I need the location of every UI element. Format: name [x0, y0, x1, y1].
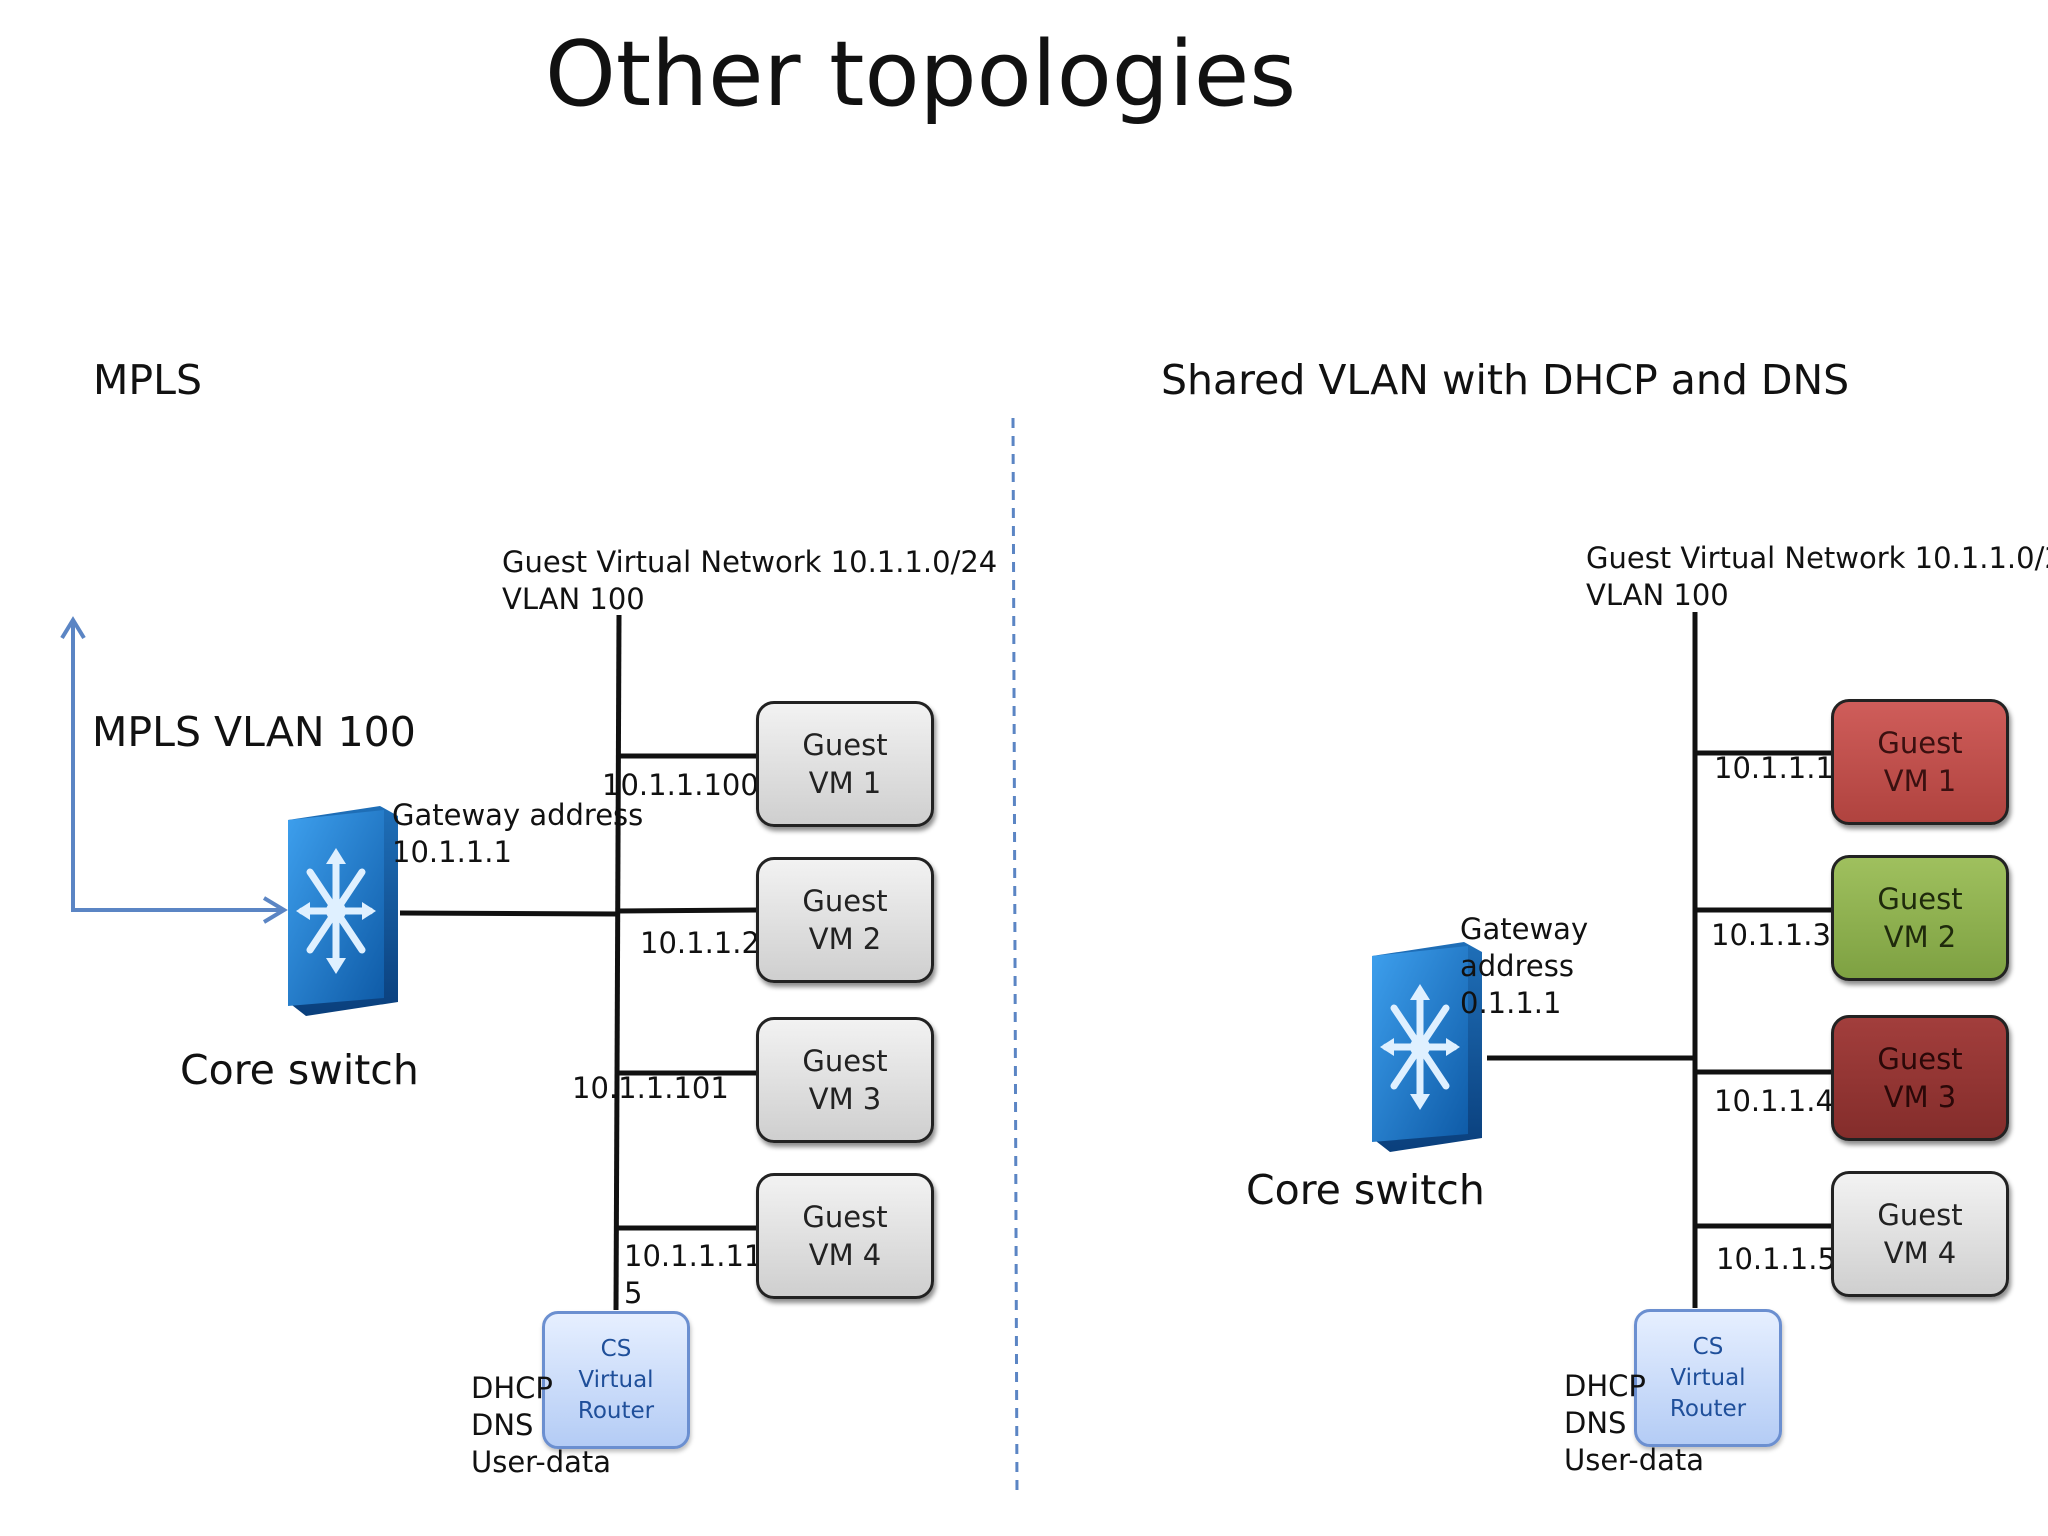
vm-label-line2: VM 2 — [1883, 920, 1957, 954]
router-label-line3: Router — [577, 1397, 655, 1424]
router-label-line3: Router — [1669, 1395, 1747, 1422]
core-switch-label: Core switch — [1246, 1166, 1485, 1214]
vm-label-line1: Guest — [1877, 882, 1963, 916]
vm-label-line1: Guest — [1877, 726, 1963, 760]
guest-vm-1: Guest VM 1 — [756, 701, 934, 827]
core-switch-label: Core switch — [180, 1046, 419, 1094]
mpls-vlan-label: MPLS VLAN 100 — [92, 708, 416, 756]
cs-virtual-router: CS Virtual Router — [542, 1311, 690, 1449]
vm-label-line1: Guest — [1877, 1198, 1963, 1232]
vm-ip-label: 10.1.1.101 — [572, 1071, 729, 1105]
gateway-label: Gateway address 10.1.1.1 — [392, 798, 644, 869]
gateway-label: Gateway address 0.1.1.1 — [1460, 912, 1589, 1020]
guest-vm-4: Guest VM 4 — [1831, 1171, 2009, 1297]
vm-ip-label: 10.1.1.5 — [1716, 1242, 1836, 1276]
vm-label-line1: Guest — [802, 884, 888, 918]
network-label: Guest Virtual Network 10.1.1.0/24 VLAN 1… — [502, 545, 998, 616]
router-label-line2: Virtual — [578, 1366, 654, 1393]
vm-label-line2: VM 3 — [808, 1082, 882, 1116]
vm-label-line2: VM 4 — [808, 1238, 882, 1272]
mpls-arrow — [71, 620, 282, 912]
vm-label-line1: Guest — [802, 1200, 888, 1234]
vm-label-line2: VM 4 — [1883, 1236, 1957, 1270]
cs-virtual-router: CS Virtual Router — [1634, 1309, 1782, 1447]
guest-vm-4: Guest VM 4 — [756, 1173, 934, 1299]
router-services-label: DHCP DNS User-data — [471, 1371, 612, 1479]
left-network-bus — [613, 614, 622, 1311]
vm-label-line2: VM 2 — [808, 922, 882, 956]
guest-vm-2: Guest VM 2 — [1831, 855, 2009, 981]
divider-line — [1011, 417, 1019, 1497]
vm-ip-label: 10.1.1.11 5 — [624, 1239, 763, 1310]
vm-label-line1: Guest — [802, 728, 888, 762]
vm-label-line2: VM 3 — [1883, 1080, 1957, 1114]
guest-vm-3: Guest VM 3 — [1831, 1015, 2009, 1141]
router-services-label: DHCP DNS User-data — [1564, 1369, 1705, 1477]
vm-ip-label: 10.1.1.20 — [640, 926, 779, 960]
guest-vm-2: Guest VM 2 — [756, 857, 934, 983]
page-title: Other topologies — [545, 22, 1297, 127]
router-label-line1: CS — [1692, 1333, 1724, 1360]
left-switch-link — [399, 910, 619, 917]
vm-label-line2: VM 1 — [1883, 764, 1957, 798]
vm-ip-label: 10.1.1.3 — [1711, 918, 1831, 952]
vm-ip-label: 10.1.1.4 — [1714, 1084, 1834, 1118]
left-vm2-link — [616, 907, 759, 914]
shared-vlan-heading: Shared VLAN with DHCP and DNS — [1161, 356, 1850, 404]
vm-label-line1: Guest — [1877, 1042, 1963, 1076]
vm-label-line2: VM 1 — [808, 766, 882, 800]
guest-vm-3: Guest VM 3 — [756, 1017, 934, 1143]
vm-ip-label: 10.1.1.1 — [1714, 751, 1834, 785]
guest-vm-1: Guest VM 1 — [1831, 699, 2009, 825]
network-switch-icon — [288, 806, 398, 1016]
mpls-heading: MPLS — [93, 356, 202, 404]
vm-label-line1: Guest — [802, 1044, 888, 1078]
vm-ip-label: 10.1.1.100 — [602, 768, 759, 802]
network-label: Guest Virtual Network 10.1.1.0/24 VLAN 1… — [1586, 541, 2048, 612]
router-label-line2: Virtual — [1670, 1364, 1746, 1391]
router-label-line1: CS — [600, 1335, 632, 1362]
